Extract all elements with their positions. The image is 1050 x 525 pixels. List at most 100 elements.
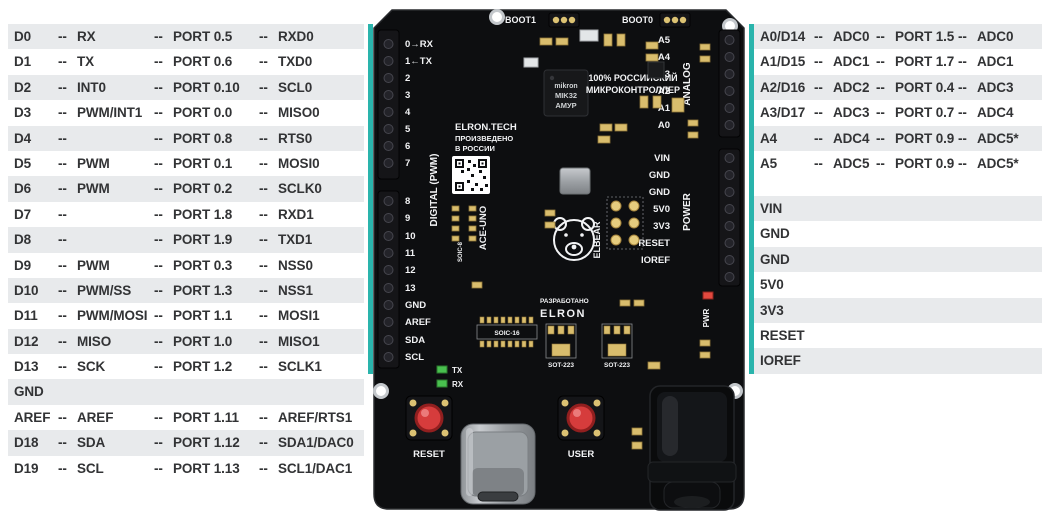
designed-by: РАЗРАБОТАНО ELRON <box>540 298 589 320</box>
separator: -- <box>154 333 163 349</box>
separator: -- <box>259 282 268 298</box>
table-row: A2/D16--ADC2--PORT 0.4--ADC3 <box>754 74 1042 101</box>
pin-function: SCK <box>77 359 106 375</box>
pin-label: 2 <box>405 73 410 84</box>
pin-port: PORT 1.0 <box>173 333 233 349</box>
pin-name: GND <box>760 226 790 242</box>
pin-label: 12 <box>405 265 416 276</box>
user-button: USER <box>557 395 605 460</box>
pin-port: PORT 1.2 <box>173 359 233 375</box>
separator: -- <box>259 54 268 70</box>
pin-label: GND <box>405 300 426 311</box>
table-row: D12--MISO--PORT 1.0--MISO1 <box>8 328 364 355</box>
separator: -- <box>958 155 967 171</box>
pin-signal: RXD1 <box>278 206 314 222</box>
pin-label: 9 <box>405 213 410 224</box>
separator: -- <box>154 308 163 324</box>
user-button-label: USER <box>568 449 595 460</box>
separator: -- <box>876 155 885 171</box>
separator: -- <box>259 435 268 451</box>
separator: -- <box>814 105 823 121</box>
table-row: VIN <box>754 196 1042 222</box>
separator: -- <box>259 359 268 375</box>
table-row: 5V0 <box>754 272 1042 297</box>
chip-model: MIK32 <box>555 91 577 100</box>
qr-code <box>452 156 490 194</box>
pin-signal: NSS1 <box>278 282 313 298</box>
pin-label: 8 <box>405 196 410 207</box>
digital-group-label: DIGITAL (PWM) <box>429 154 440 227</box>
rx-led <box>436 379 448 388</box>
left-accent-bar <box>368 24 373 374</box>
table-row: D2--INT0--PORT 0.10--SCL0 <box>8 74 364 101</box>
pin-signal: SDA1/DAC0 <box>278 435 354 451</box>
separator: -- <box>814 79 823 95</box>
pin-signal: RTS0 <box>278 130 313 146</box>
made-in-line2: В РОССИИ <box>455 144 495 153</box>
pin-label: 3 <box>405 90 410 101</box>
pin-function: MISO <box>77 333 112 349</box>
table-row: D8----PORT 1.9--TXD1 <box>8 227 364 253</box>
bear-label: ELBEAR <box>592 221 602 259</box>
pin-name: D9 <box>14 257 32 273</box>
separator: -- <box>58 105 67 121</box>
separator: -- <box>58 460 67 476</box>
pin-name: 5V0 <box>760 277 784 293</box>
pin-signal: ADC4 <box>977 105 1014 121</box>
table-row: AREF--AREF--PORT 1.11--AREF/RTS1 <box>8 405 364 430</box>
pwr-label: PWR <box>702 308 711 327</box>
claim-line1: 100% РОССИЙСКИЙ <box>588 72 677 83</box>
barrel-jack <box>647 385 737 511</box>
icsp-header <box>606 196 644 250</box>
pin-signal: RXD0 <box>278 29 314 44</box>
separator: -- <box>58 206 67 222</box>
pin-name: D18 <box>14 435 39 451</box>
pin-label: IOREF <box>641 255 670 266</box>
separator: -- <box>876 79 885 95</box>
table-row: D5--PWM--PORT 0.1--MOSI0 <box>8 151 364 176</box>
separator: -- <box>259 29 268 44</box>
pin-label: 3V3 <box>653 221 670 232</box>
pin-label: 5V0 <box>653 204 670 215</box>
pin-signal: SCLK1 <box>278 359 322 375</box>
digital-header-strips <box>377 29 400 369</box>
table-row: D1--TX--PORT 0.6--TXD0 <box>8 49 364 74</box>
separator: -- <box>154 460 163 476</box>
soic8-footprint: SOIC-8 <box>451 205 477 262</box>
designed-line1: РАЗРАБОТАНО <box>540 298 589 305</box>
usb-c-connector <box>460 423 536 505</box>
separator: -- <box>259 409 268 425</box>
tx-led <box>436 365 448 374</box>
table-row: D19--SCL--PORT 1.13--SCL1/DAC1 <box>8 456 364 481</box>
sot223-label: SOT-223 <box>548 362 574 369</box>
separator: -- <box>58 359 67 375</box>
pin-port: PORT 1.9 <box>173 232 233 248</box>
pin-label: 7 <box>405 158 410 169</box>
pin-signal: NSS0 <box>278 257 313 273</box>
board-name: ACE-UNO <box>478 206 489 250</box>
pin-function: AREF <box>77 409 114 425</box>
separator: -- <box>58 54 67 70</box>
separator: -- <box>154 232 163 248</box>
pin-port: PORT 0.9 <box>895 155 955 171</box>
pin-name: D0 <box>14 29 32 44</box>
soic8-label: SOIC-8 <box>458 241 464 262</box>
table-row: IOREF <box>754 348 1042 374</box>
analog-group-label: ANALOG <box>682 62 693 106</box>
pin-label: 11 <box>405 248 416 259</box>
pin-signal: ADC1 <box>977 54 1014 70</box>
pin-signal: ADC5* <box>977 155 1019 171</box>
separator: -- <box>259 130 268 146</box>
metal-component <box>559 167 591 195</box>
separator: -- <box>58 130 67 146</box>
pin-name: D5 <box>14 155 32 171</box>
pin-name: A4 <box>760 130 778 146</box>
pin-name: D4 <box>14 130 32 146</box>
separator: -- <box>58 435 67 451</box>
pin-label: VIN <box>654 153 670 164</box>
analog-power-header-strips <box>718 29 741 287</box>
pin-function: ADC4 <box>833 130 870 146</box>
separator: -- <box>154 282 163 298</box>
pin-function: INT0 <box>77 79 106 95</box>
separator: -- <box>58 79 67 95</box>
